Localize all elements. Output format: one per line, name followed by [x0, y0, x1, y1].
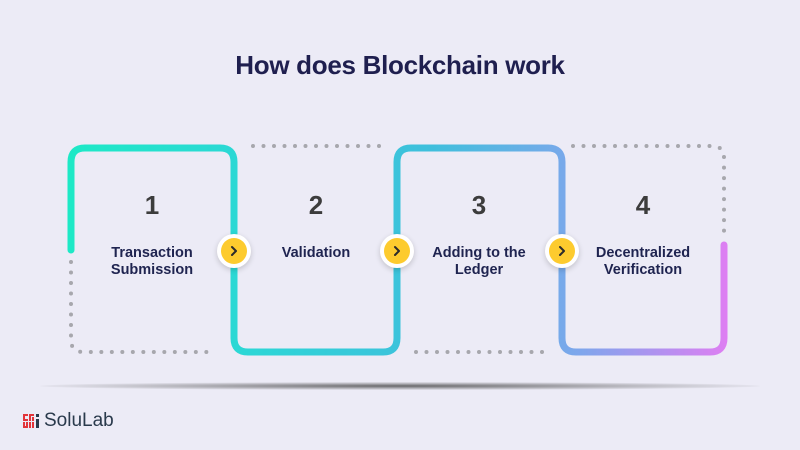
dotted-line-4: [571, 144, 726, 238]
chevron-right-icon: [231, 246, 237, 256]
floor-shadow: [40, 382, 760, 390]
step-1-number: 1: [144, 190, 160, 220]
chevron-right-icon: [394, 246, 400, 256]
next-arrow-1: [217, 234, 251, 268]
chevron-right-icon: [559, 246, 565, 256]
step-3-label: Adding to the Ledger: [432, 245, 526, 278]
next-arrow-2: [380, 234, 414, 268]
step-4-label: Decentralized Verification: [595, 245, 691, 278]
step-3-number: 3: [471, 190, 487, 220]
solulab-logo-icon: [23, 414, 39, 428]
next-arrow-3: [545, 234, 579, 268]
step-1-label: Transaction Submission: [110, 245, 194, 278]
brand-logo: SoluLab: [22, 410, 114, 432]
brand-name: SoluLab: [44, 410, 114, 431]
page-title: How does Blockchain work: [235, 50, 565, 80]
step-2-label: Validation: [281, 245, 351, 261]
step-4-number: 4: [635, 190, 651, 220]
step-2-number: 2: [308, 190, 324, 220]
